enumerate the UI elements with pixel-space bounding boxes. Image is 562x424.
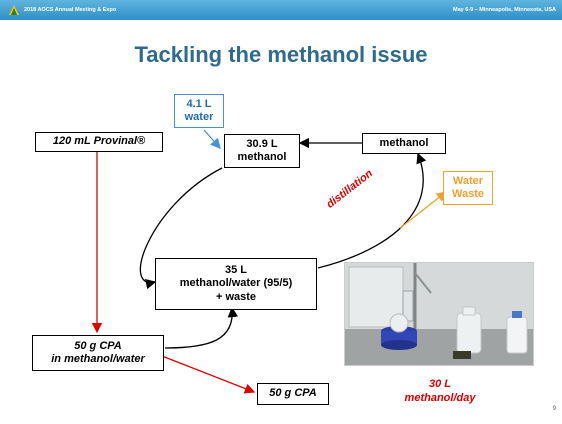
methanol-309-box: 30.9 L methanol xyxy=(224,134,300,168)
mixture-box: 35 L methanol/water (95/5) + waste xyxy=(155,258,317,310)
arrow-309-to-mixture xyxy=(139,167,223,290)
water-waste-box: Water Waste xyxy=(443,171,493,205)
arrow-cpa-to-product xyxy=(161,355,256,394)
lab-setup-photo xyxy=(344,262,534,366)
arrow-water-to-309 xyxy=(203,129,221,149)
header-right-text: May 6-9 – Minneapolis, Minnesota, USA xyxy=(453,7,556,13)
arrow-cpa-to-mixture xyxy=(164,306,239,349)
slide-number: 9 xyxy=(552,406,556,412)
lab-equipment-illustration xyxy=(345,263,533,365)
header-bar: 2018 AOCS Annual Meeting & Expo May 6-9 … xyxy=(0,0,562,20)
aocs-logo-icon xyxy=(9,5,19,15)
photo-caption: 30 L methanol/day xyxy=(404,378,476,404)
methanol-box: methanol xyxy=(362,133,446,154)
header-left-text: 2018 AOCS Annual Meeting & Expo xyxy=(24,7,117,13)
arrow-distill-to-waste xyxy=(399,191,448,229)
cpa-product-box: 50 g CPA xyxy=(257,383,329,405)
water-input-box: 4.1 L water xyxy=(174,94,224,128)
cpa-solution-box: 50 g CPA in methanol/water xyxy=(32,335,164,371)
slide-title: Tackling the methanol issue xyxy=(134,42,428,67)
provinal-box: 120 mL Provinal® xyxy=(35,132,163,152)
